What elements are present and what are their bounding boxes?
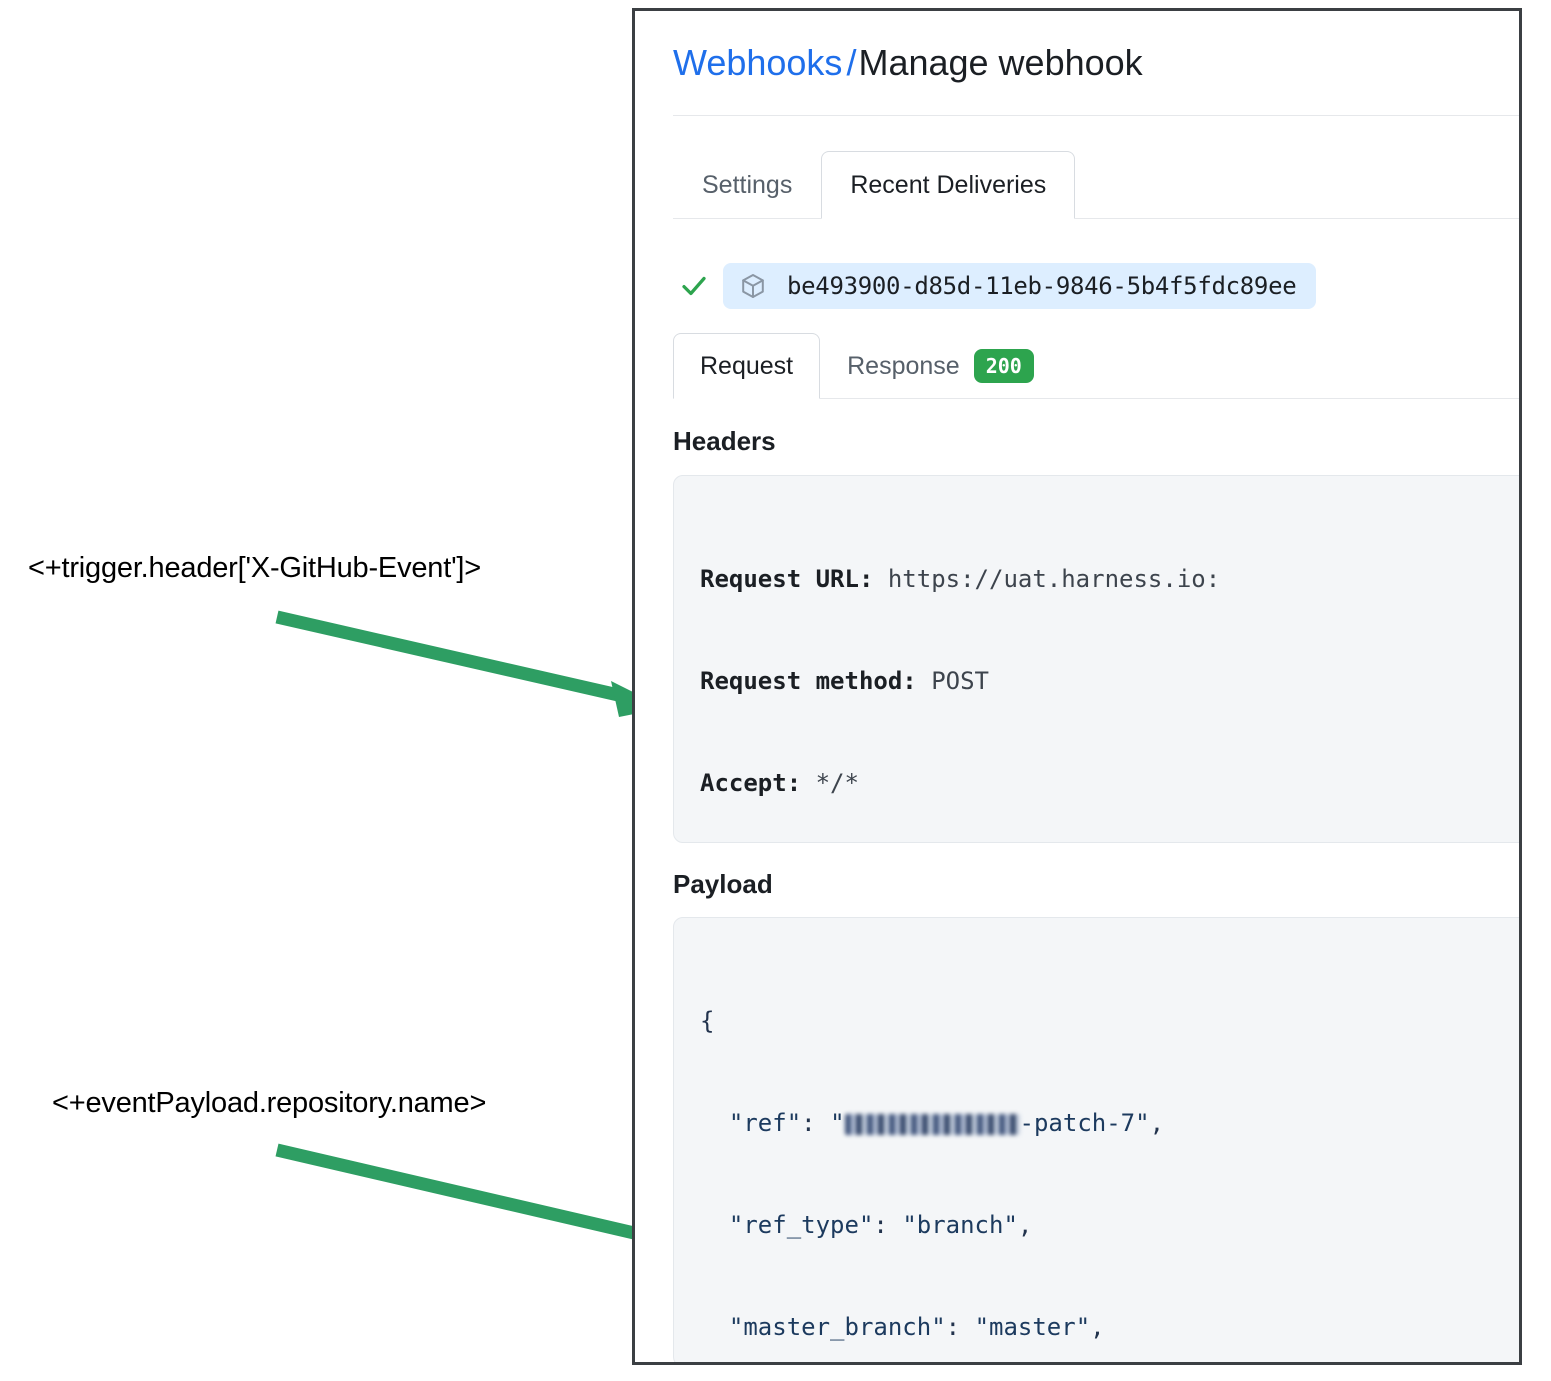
delivery-row: be493900-d85d-11eb-9846-5b4f5fdc89ee [677, 263, 1317, 309]
tab-bar: Settings Recent Deliveries [673, 151, 1076, 219]
header-value-text: */* [815, 769, 859, 797]
annotation-event-payload: <+eventPayload.repository.name> [52, 1087, 487, 1119]
breadcrumb-separator: / [846, 42, 857, 83]
tab-response[interactable]: Response 200 [820, 333, 1061, 399]
payload-line: "master_branch": "master", [728, 1313, 1105, 1341]
page-title: Manage webhook [858, 42, 1143, 83]
tab-recent-deliveries-label: Recent Deliveries [850, 170, 1047, 199]
delivery-id-value: be493900-d85d-11eb-9846-5b4f5fdc89ee [787, 272, 1297, 300]
header-row: Accept: */* [700, 766, 1519, 800]
header-value-text: POST [931, 667, 989, 695]
header-divider [673, 115, 1519, 116]
delivery-id-pill[interactable]: be493900-d85d-11eb-9846-5b4f5fdc89ee [723, 263, 1317, 309]
header-key: Request URL: [700, 565, 874, 593]
header-value-text: https://uat.harness.io: [887, 565, 1221, 593]
tab-settings-label: Settings [702, 170, 793, 199]
header-value [873, 565, 887, 593]
package-icon [739, 272, 767, 300]
request-response-tab-bar: Request Response 200 [673, 333, 1061, 399]
check-icon [677, 269, 711, 303]
arrow-to-x-github-event-icon [275, 610, 665, 717]
breadcrumb: Webhooks/Manage webhook [635, 11, 1519, 85]
webhook-panel: Webhooks/Manage webhook Settings Recent … [632, 8, 1522, 1365]
tab-settings[interactable]: Settings [673, 151, 821, 219]
header-row: Request method: POST [700, 664, 1519, 698]
annotation-trigger-header: <+trigger.header['X-GitHub-Event']> [28, 552, 482, 584]
headers-code-block: Request URL: https://uat.harness.io: Req… [673, 475, 1519, 843]
header-key: Accept: [700, 769, 802, 797]
tab-request-label: Request [700, 351, 794, 380]
header-key: Request method: [700, 667, 917, 695]
payload-line: "ref": "-patch-7", [728, 1109, 1165, 1137]
payload-line: { [700, 1007, 715, 1035]
request-response-divider [673, 398, 1519, 399]
status-badge: 200 [973, 349, 1034, 383]
tab-bar-divider [673, 218, 1519, 219]
breadcrumb-webhooks-link[interactable]: Webhooks [673, 42, 843, 83]
headers-section-label: Headers [673, 426, 776, 456]
tab-request[interactable]: Request [673, 333, 821, 399]
payload-line: "ref_type": "branch", [728, 1211, 1033, 1239]
redacted-username [844, 1113, 1020, 1135]
tab-response-label: Response [847, 351, 960, 380]
payload-code-block: { "ref": "-patch-7", "ref_type": "branch… [673, 917, 1519, 1362]
header-row: Request URL: https://uat.harness.io: [700, 562, 1519, 596]
tab-recent-deliveries[interactable]: Recent Deliveries [821, 151, 1076, 219]
payload-section-label: Payload [673, 869, 773, 899]
